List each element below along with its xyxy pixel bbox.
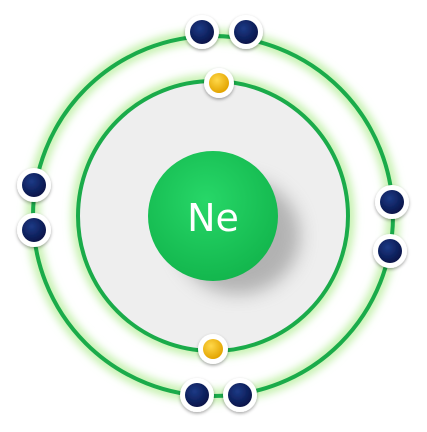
nucleus [148, 151, 278, 281]
electron [17, 168, 51, 202]
electron [223, 378, 257, 412]
electron [375, 185, 409, 219]
electron [185, 15, 219, 49]
electron [17, 213, 51, 247]
element-symbol: Ne [187, 196, 239, 240]
shell-1-electrons [198, 68, 234, 364]
electron [204, 68, 234, 98]
electron [198, 334, 228, 364]
shell-2-electrons [17, 15, 409, 412]
electron [373, 234, 407, 268]
electron [229, 15, 263, 49]
electron [180, 378, 214, 412]
